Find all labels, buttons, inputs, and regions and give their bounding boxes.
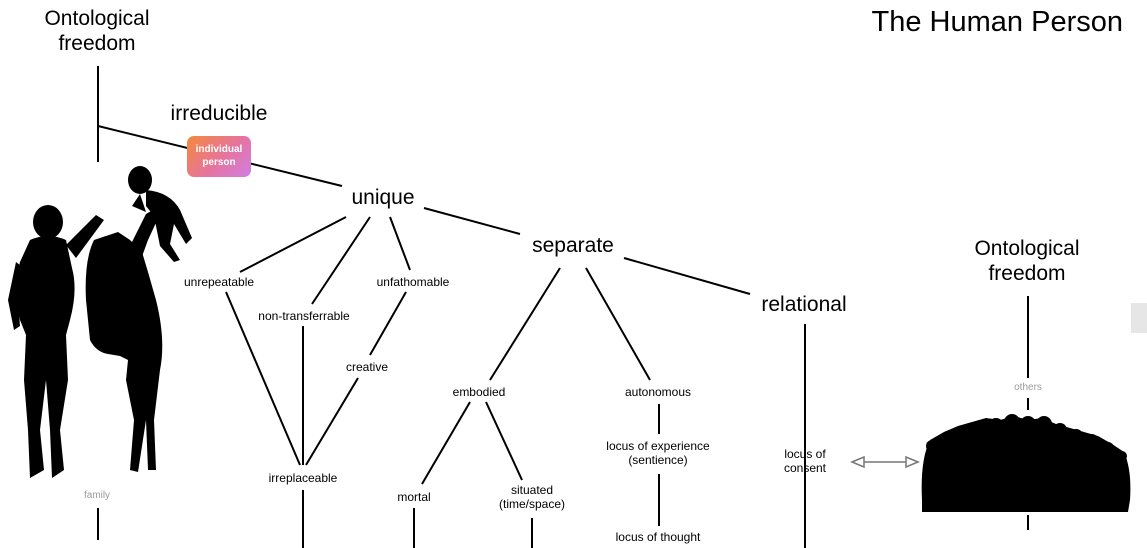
node-unrepeatable: unrepeatable — [183, 275, 255, 289]
node-irreplaceable: irreplaceable — [268, 471, 338, 485]
edge-separate-relational — [623, 257, 751, 295]
node-others: others — [1014, 382, 1042, 393]
individual-person-label: individual person — [195, 144, 243, 168]
edge-unique-unfathomable — [389, 216, 411, 271]
edge-embodied-mortal — [421, 401, 471, 485]
edge-separate-autonomous — [585, 267, 651, 381]
edge-scroll-tab[interactable] — [1131, 303, 1147, 333]
edge-embodied-situated — [485, 401, 523, 481]
node-unfathomable: unfathomable — [376, 275, 450, 289]
node-separate: separate — [532, 234, 614, 257]
node-ontological-freedom-left: Ontological freedom — [44, 7, 150, 56]
node-non-transferrable: non-transferrable — [258, 309, 350, 323]
edge-creative-irreplaceable — [305, 377, 359, 466]
node-mortal: mortal — [397, 490, 431, 504]
individual-person-badge: individual person — [187, 136, 251, 177]
crowd-silhouette-icon — [921, 414, 1131, 512]
node-locus-of-thought: locus of thought — [615, 530, 701, 544]
node-locus-of-consent: locus of consent — [783, 447, 827, 476]
node-ontological-freedom-right: Ontological freedom — [974, 237, 1080, 286]
edge-unfathomable-creative — [369, 291, 407, 356]
double-arrow-icon — [850, 455, 920, 469]
edge-unrepeatable-irreplaceable — [225, 291, 301, 466]
node-locus-of-experience: locus of experience (sentience) — [606, 439, 710, 468]
node-irreducible: irreducible — [170, 102, 268, 125]
node-relational: relational — [761, 293, 847, 316]
edge-unique-unrepeatable — [239, 216, 347, 273]
page-title: The Human Person — [871, 6, 1123, 38]
node-embodied: embodied — [452, 385, 506, 399]
node-creative: creative — [345, 360, 389, 374]
node-unique: unique — [351, 186, 415, 209]
edge-unique-nontransferrable — [311, 216, 371, 305]
node-family: family — [83, 490, 111, 501]
family-silhouette-icon — [8, 166, 192, 478]
edge-separate-embodied — [489, 267, 561, 381]
node-situated: situated (time/space) — [498, 483, 566, 512]
node-autonomous: autonomous — [624, 385, 692, 399]
edge-unique-separate — [423, 207, 521, 235]
